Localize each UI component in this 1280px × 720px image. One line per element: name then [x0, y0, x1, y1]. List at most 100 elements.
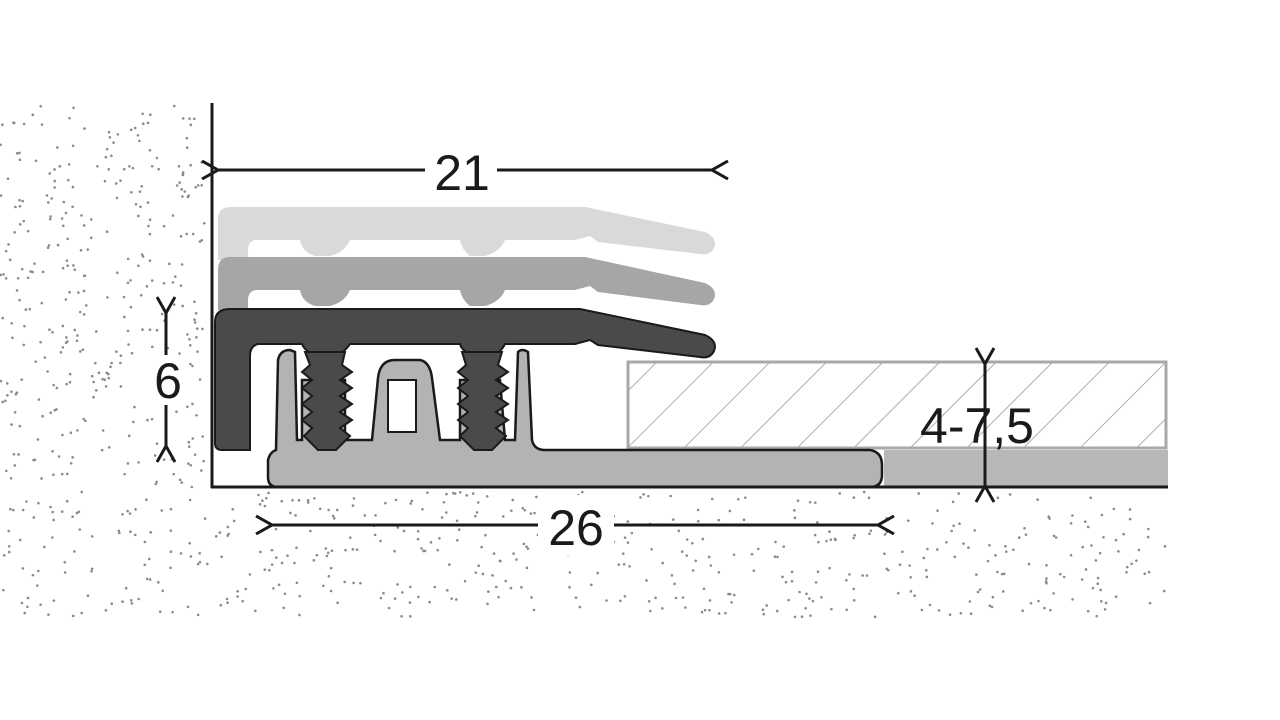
- stipple-dot: [139, 205, 142, 209]
- stipple-dot: [117, 529, 121, 533]
- stipple-dot: [862, 490, 866, 494]
- stipple-dot: [973, 529, 976, 532]
- stipple-dot: [65, 259, 69, 262]
- stipple-dot: [10, 321, 14, 325]
- stipple-dot: [121, 512, 124, 516]
- stipple-dot: [148, 218, 152, 222]
- stipple-dot: [838, 492, 842, 495]
- stipple-dot: [173, 104, 176, 108]
- stipple-dot: [115, 196, 119, 200]
- stipple-dot: [957, 492, 960, 495]
- stipple-dot: [34, 159, 38, 163]
- stipple-dot: [7, 529, 11, 533]
- stipple-dot: [146, 418, 149, 422]
- stipple-dot: [155, 480, 159, 484]
- stipple-dot: [2, 554, 6, 557]
- stipple-dot: [73, 550, 76, 553]
- stipple-dot: [40, 477, 43, 480]
- stipple-dot: [94, 361, 97, 365]
- stipple-dot: [107, 376, 111, 380]
- stipple-dot: [325, 554, 329, 558]
- stipple-dot: [81, 348, 85, 351]
- stipple-dot: [619, 599, 622, 603]
- stipple-dot: [48, 217, 52, 221]
- stipple-dot: [203, 517, 207, 520]
- stipple-dot: [1096, 582, 1100, 585]
- stipple-dot: [220, 555, 223, 559]
- stipple-dot: [178, 181, 181, 184]
- stipple-dot: [605, 599, 608, 602]
- stipple-dot: [521, 506, 525, 510]
- stipple-dot: [69, 462, 73, 465]
- stipple-dot: [504, 579, 508, 583]
- stipple-dot: [155, 156, 159, 160]
- stipple-dot: [200, 161, 203, 164]
- stipple-dot: [49, 215, 52, 218]
- stipple-dot: [1071, 514, 1074, 517]
- stipple-dot: [455, 519, 459, 523]
- stipple-dot: [26, 276, 30, 280]
- stipple-dot: [355, 548, 359, 551]
- stipple-dot: [703, 608, 707, 612]
- stipple-dot: [196, 184, 200, 187]
- stipple-dot: [28, 307, 32, 311]
- stipple-dot: [126, 281, 130, 285]
- stipple-dot: [674, 596, 678, 600]
- stipple-dot: [762, 612, 766, 616]
- stipple-dot: [161, 589, 165, 593]
- stipple-dot: [907, 519, 910, 522]
- stipple-dot: [568, 585, 571, 589]
- stipple-dot: [122, 167, 126, 171]
- stipple-dot: [680, 550, 684, 553]
- stipple-dot: [175, 184, 179, 187]
- stipple-dot: [969, 612, 973, 616]
- concrete-stipple: [0, 104, 1167, 619]
- stipple-dot: [169, 529, 173, 532]
- stipple-dot: [909, 590, 913, 593]
- stipple-dot: [186, 405, 189, 409]
- stipple-dot: [480, 545, 483, 549]
- stipple-dot: [728, 509, 732, 513]
- stipple-dot: [171, 610, 174, 614]
- stipple-dot: [79, 249, 83, 252]
- stipple-dot: [110, 602, 114, 606]
- stipple-dot: [793, 615, 797, 619]
- stipple-dot: [813, 533, 817, 537]
- stipple-dot: [471, 492, 475, 495]
- stipple-dot: [72, 106, 75, 110]
- stipple-dot: [114, 182, 118, 185]
- stipple-dot: [986, 559, 990, 563]
- stipple-dot: [717, 518, 721, 522]
- stipple-dot: [32, 458, 35, 462]
- stipple-dot: [68, 290, 71, 294]
- stipple-dot: [991, 595, 995, 599]
- stipple-dot: [922, 556, 926, 560]
- stipple-dot: [119, 361, 122, 365]
- stipple-dot: [180, 481, 184, 484]
- stipple-dot: [306, 501, 310, 504]
- stipple-dot: [145, 577, 149, 581]
- stipple-dot: [968, 600, 972, 603]
- stipple-dot: [661, 607, 664, 610]
- stipple-dot: [195, 413, 198, 417]
- stipple-dot: [62, 200, 66, 204]
- stipple-dot: [148, 328, 152, 332]
- stipple-dot: [187, 194, 190, 198]
- stipple-dot: [126, 509, 129, 513]
- stipple-dot: [1089, 496, 1092, 500]
- stipple-dot: [1094, 559, 1098, 562]
- stipple-dot: [396, 526, 400, 529]
- stipple-dot: [148, 148, 152, 152]
- stipple-dot: [21, 508, 25, 512]
- stipple-dot: [477, 564, 480, 568]
- stipple-dot: [717, 612, 721, 615]
- stipple-dot: [649, 609, 652, 613]
- stipple-dot: [318, 507, 322, 511]
- stipple-dot: [1096, 576, 1100, 580]
- stipple-dot: [137, 461, 140, 464]
- stipple-dot: [379, 539, 382, 543]
- stipple-dot: [474, 514, 477, 518]
- stipple-dot: [282, 606, 286, 610]
- stipple-dot: [71, 205, 74, 209]
